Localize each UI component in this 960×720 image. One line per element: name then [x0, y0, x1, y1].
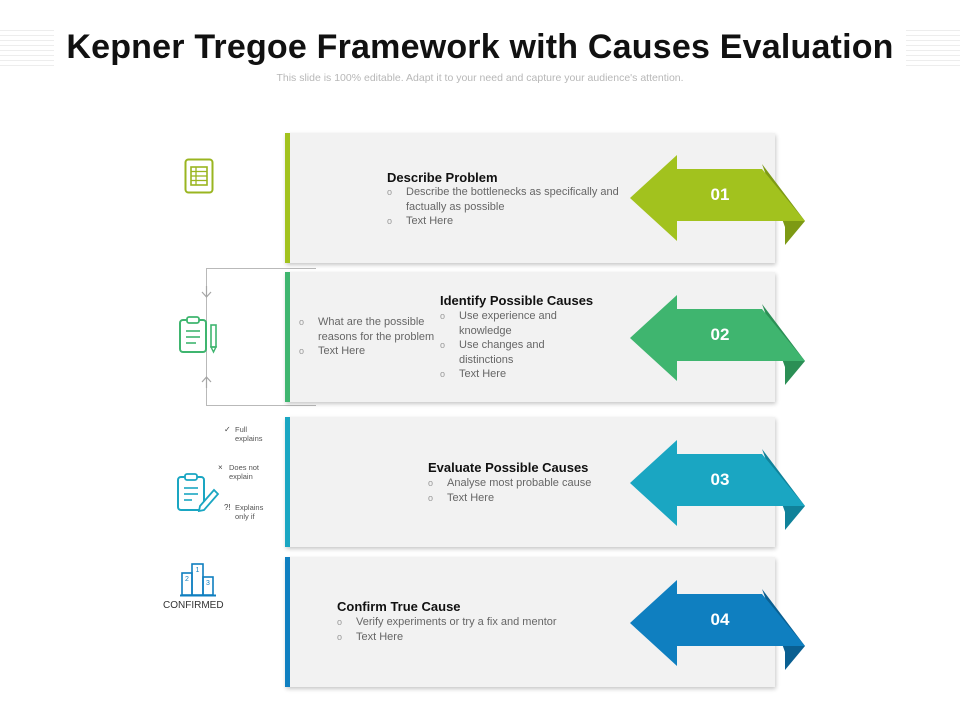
step-bullet-list: Use experience and knowledge Use changes…	[440, 309, 590, 382]
step-number: 03	[710, 470, 730, 489]
step-card-2: What are the possible reasons for the pr…	[285, 272, 775, 402]
connector-arrow-up-icon	[201, 376, 212, 388]
list-item: Use experience and knowledge	[440, 309, 590, 338]
step-card-4: Confirm True Cause Verify experiments or…	[285, 557, 775, 687]
side-bullet-list: What are the possible reasons for the pr…	[299, 315, 439, 359]
step-number: 04	[710, 610, 730, 629]
slide-subtitle: This slide is 100% editable. Adapt it to…	[276, 72, 684, 84]
list-item: Use changes and distinctions	[440, 338, 590, 367]
step-card-accent-bar	[285, 557, 290, 687]
checkmark-icon: ✓	[224, 425, 231, 434]
step-heading: Confirm True Cause	[337, 599, 461, 614]
step-card-accent-bar	[285, 417, 290, 547]
list-item: Text Here	[428, 491, 648, 506]
list-item: Describe the bottlenecks as specifically…	[387, 185, 627, 214]
list-item: Text Here	[387, 214, 627, 229]
list-item: Analyse most probable cause	[428, 476, 648, 491]
list-item: Text Here	[440, 367, 590, 382]
legend-full-explains: ✓ Full explains	[224, 425, 263, 443]
step-arrow-3: 03	[630, 440, 805, 530]
step-bullet-list: Verify experiments or try a fix and ment…	[337, 615, 617, 644]
step-arrow-1: 01	[630, 155, 805, 245]
podium-number: 3	[206, 580, 210, 587]
step-heading: Describe Problem	[387, 170, 498, 185]
cross-icon: ×	[218, 463, 223, 472]
connector-arrow-down-icon	[201, 286, 212, 298]
podium-icon: 1 2 3	[180, 563, 216, 597]
step-bullet-list: Describe the bottlenecks as specifically…	[387, 185, 627, 229]
confirmed-label: CONFIRMED	[163, 600, 224, 611]
step-heading: Evaluate Possible Causes	[428, 460, 589, 475]
spreadsheet-icon	[184, 158, 214, 194]
legend-explains-only-if: ?! Explains only if	[224, 503, 264, 521]
step-number: 02	[710, 325, 730, 344]
legend-does-not-explain: × Does not explain	[218, 463, 260, 481]
list-item: Verify experiments or try a fix and ment…	[337, 615, 617, 630]
step-bullet-list: Analyse most probable cause Text Here	[428, 476, 648, 505]
step-number: 01	[710, 185, 730, 204]
podium-number: 2	[185, 576, 189, 583]
list-item: Text Here	[299, 344, 439, 359]
list-item: What are the possible reasons for the pr…	[299, 315, 439, 344]
exclamation-icon: ?!	[224, 503, 231, 512]
step-arrow-2: 02	[630, 295, 805, 385]
step-card-accent-bar	[285, 272, 290, 402]
list-item: Text Here	[337, 630, 617, 645]
clipboard-pencil-icon	[179, 316, 218, 354]
podium-number: 1	[196, 567, 200, 574]
step-heading: Identify Possible Causes	[440, 293, 594, 308]
step-card-accent-bar	[285, 133, 290, 263]
step-arrow-4: 04	[630, 580, 805, 670]
clipboard-edit-icon	[177, 473, 220, 513]
slide-title: Kepner Tregoe Framework with Causes Eval…	[0, 28, 960, 67]
